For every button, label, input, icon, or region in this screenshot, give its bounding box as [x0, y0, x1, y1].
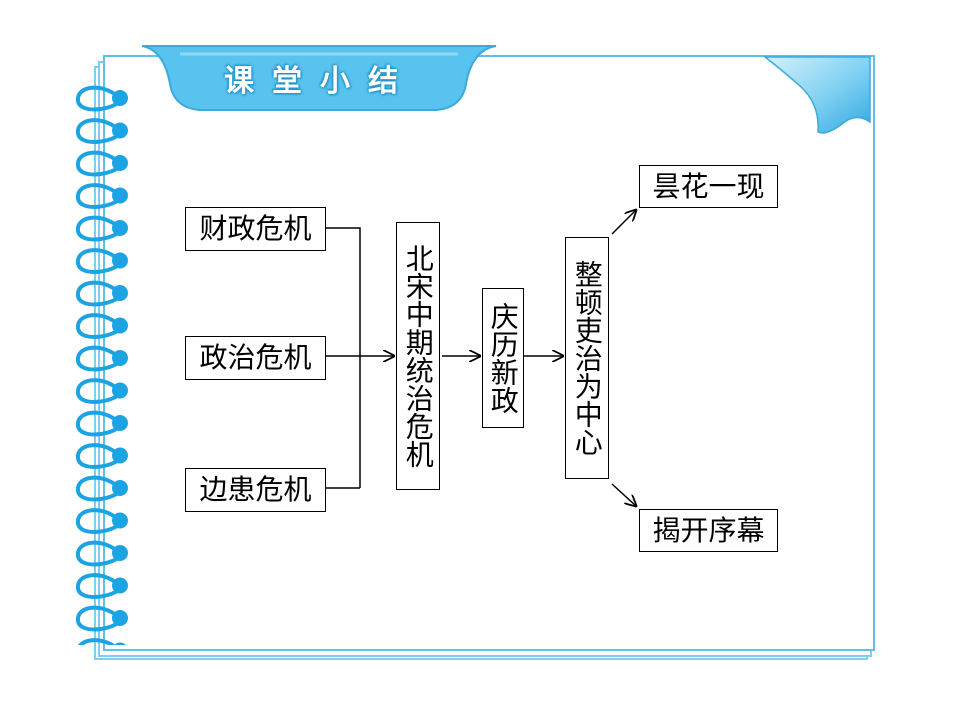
arrow-to-outcome-2 [611, 483, 636, 506]
connector-cause-1 [326, 227, 361, 488]
spiral-ring [76, 410, 120, 437]
spiral-ring [76, 248, 120, 274]
spiral-hole [112, 577, 128, 594]
spiral-hole [112, 415, 128, 431]
spiral-hole [114, 642, 126, 645]
spiral-hole [112, 187, 128, 204]
arrow-to-outcome-1 [611, 210, 636, 235]
spiral-ring [76, 85, 120, 112]
spiral-hole [112, 382, 128, 399]
spiral-hole [112, 480, 128, 496]
official-rectification-node: 整顿吏治为中心 [565, 237, 609, 479]
outcome-short-lived: 昙花一现 [639, 165, 778, 208]
spiral-binding [76, 85, 128, 645]
outcome-opening-prelude: 揭开序幕 [639, 509, 778, 552]
title-tab-shape [141, 45, 497, 111]
spiral-hole [112, 285, 128, 301]
spiral-ring [76, 118, 120, 144]
spiral-hole [112, 512, 128, 529]
spiral-hole [112, 122, 128, 139]
northern-song-crisis-node: 北宋中期统治危机 [396, 222, 440, 490]
spiral-ring [76, 150, 120, 177]
spiral-ring [76, 443, 120, 469]
page-curl-corner [762, 56, 871, 134]
spiral-hole [112, 317, 128, 334]
cause-fiscal-crisis: 财政危机 [185, 207, 326, 251]
spiral-ring [76, 475, 120, 502]
spiral-ring [76, 378, 120, 404]
spiral-hole [112, 252, 128, 269]
spiral-hole [112, 350, 128, 366]
spiral-hole [112, 90, 128, 106]
spiral-ring [76, 508, 120, 534]
spiral-ring [76, 573, 120, 599]
spiral-hole [112, 545, 128, 561]
spiral-ring [76, 605, 120, 632]
cause-political-crisis: 政治危机 [185, 336, 326, 380]
spiral-ring [76, 345, 120, 372]
spiral-ring [76, 313, 120, 339]
spiral-hole [112, 220, 128, 236]
spiral-hole [112, 155, 128, 171]
spiral-ring [76, 183, 120, 209]
qingli-reform-node: 庆历新政 [482, 288, 524, 428]
cause-border-crisis: 边患危机 [185, 468, 326, 512]
spiral-hole [112, 447, 128, 464]
spiral-hole [112, 610, 128, 626]
spiral-ring [76, 540, 120, 567]
spiral-ring [76, 215, 120, 242]
spiral-ring [78, 638, 116, 645]
spiral-ring [76, 280, 120, 307]
page-title: 课堂小结 [224, 64, 416, 99]
